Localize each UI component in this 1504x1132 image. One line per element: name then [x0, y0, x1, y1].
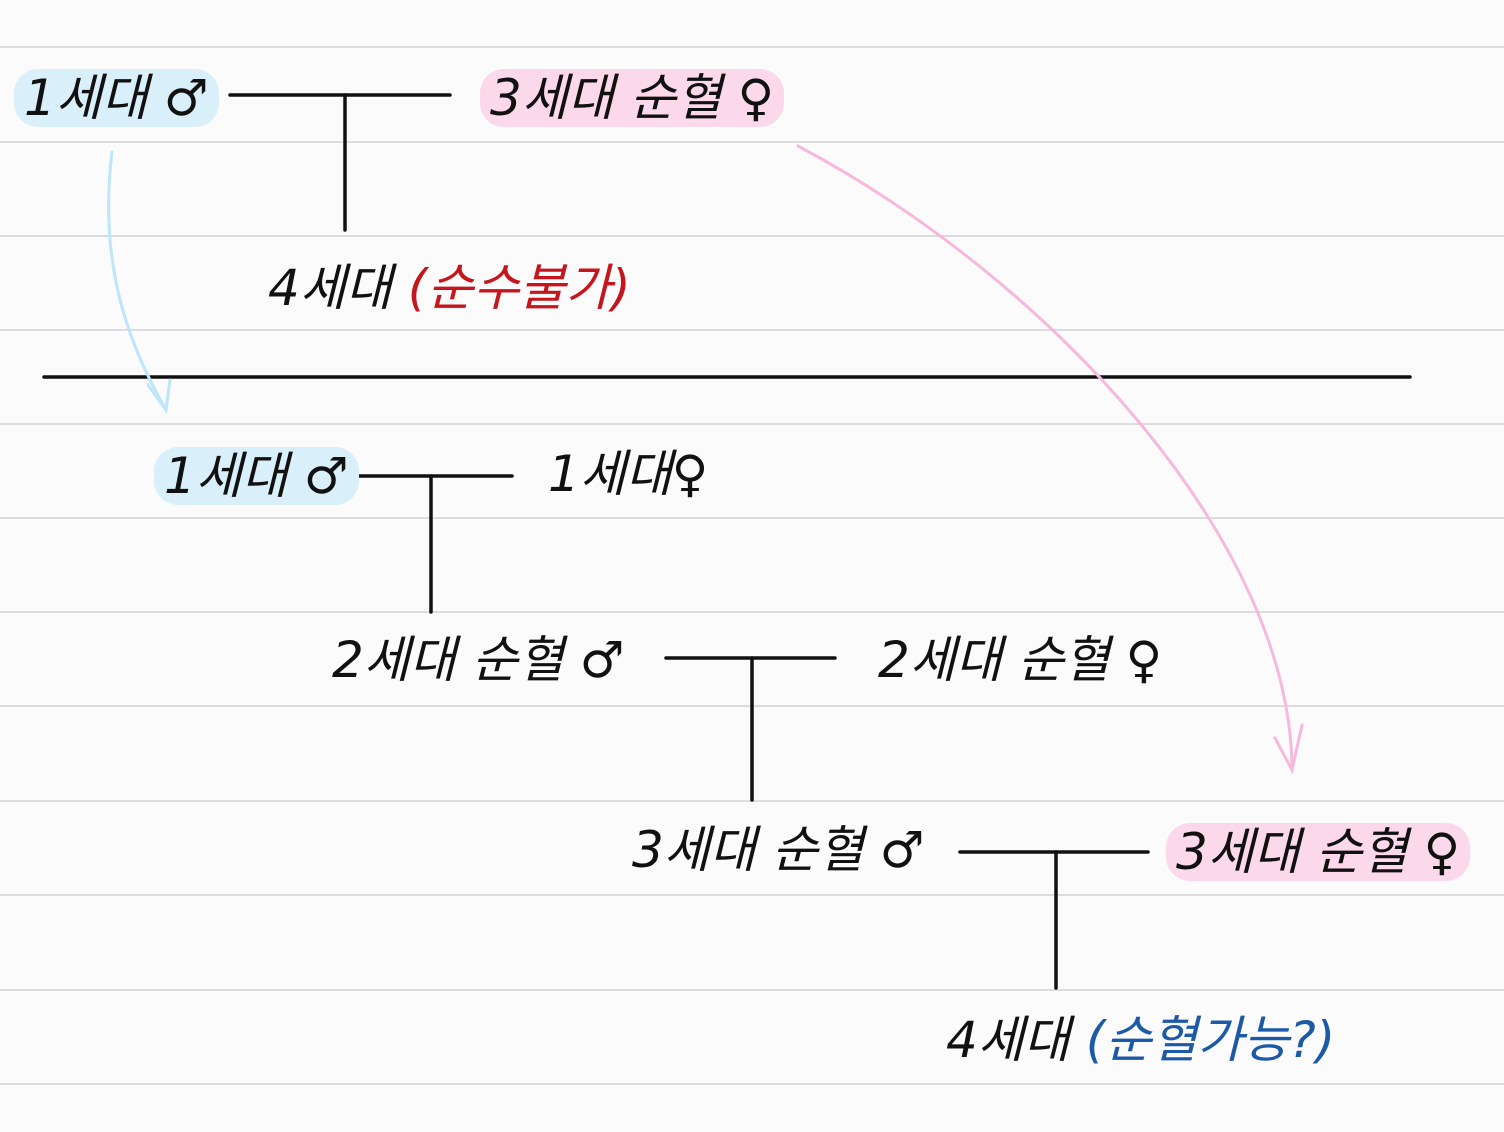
top-child-note: (순수불가)	[407, 259, 631, 317]
pink-arrowhead	[1273, 723, 1304, 775]
top-child-label: 4세대 (순수불가)	[268, 258, 631, 318]
gen4-gen: 4세대	[946, 1011, 1070, 1069]
ruled-line	[0, 611, 1504, 613]
gen4-label: 4세대 (순혈가능?)	[946, 1010, 1335, 1070]
ruled-line	[0, 46, 1504, 48]
gen1-female-label: 1세대♀	[548, 445, 709, 503]
pink-arrow	[796, 144, 1294, 770]
ruled-line	[0, 1083, 1504, 1085]
gen1-male-label: 1세대 ♂	[154, 447, 359, 505]
ruled-line	[0, 989, 1504, 991]
blue-arrowhead	[146, 378, 172, 414]
top-father-label: 1세대 ♂	[14, 69, 219, 127]
gen3-male-label: 3세대 순혈 ♂	[632, 821, 925, 879]
gen3-female-label: 3세대 순혈 ♀	[1166, 823, 1471, 881]
gen4-note: (순혈가능?)	[1085, 1011, 1336, 1069]
ruled-line	[0, 329, 1504, 331]
top-mother-label: 3세대 순혈 ♀	[480, 69, 785, 127]
ruled-line	[0, 423, 1504, 425]
gen2-male-label: 2세대 순혈 ♂	[332, 631, 625, 689]
ruled-line	[0, 141, 1504, 143]
ruled-line	[0, 894, 1504, 896]
top-child-gen: 4세대	[268, 259, 392, 317]
blue-arrow	[107, 150, 167, 410]
gen2-female-label: 2세대 순혈 ♀	[878, 631, 1163, 689]
ruled-line	[0, 235, 1504, 237]
ruled-line	[0, 517, 1504, 519]
